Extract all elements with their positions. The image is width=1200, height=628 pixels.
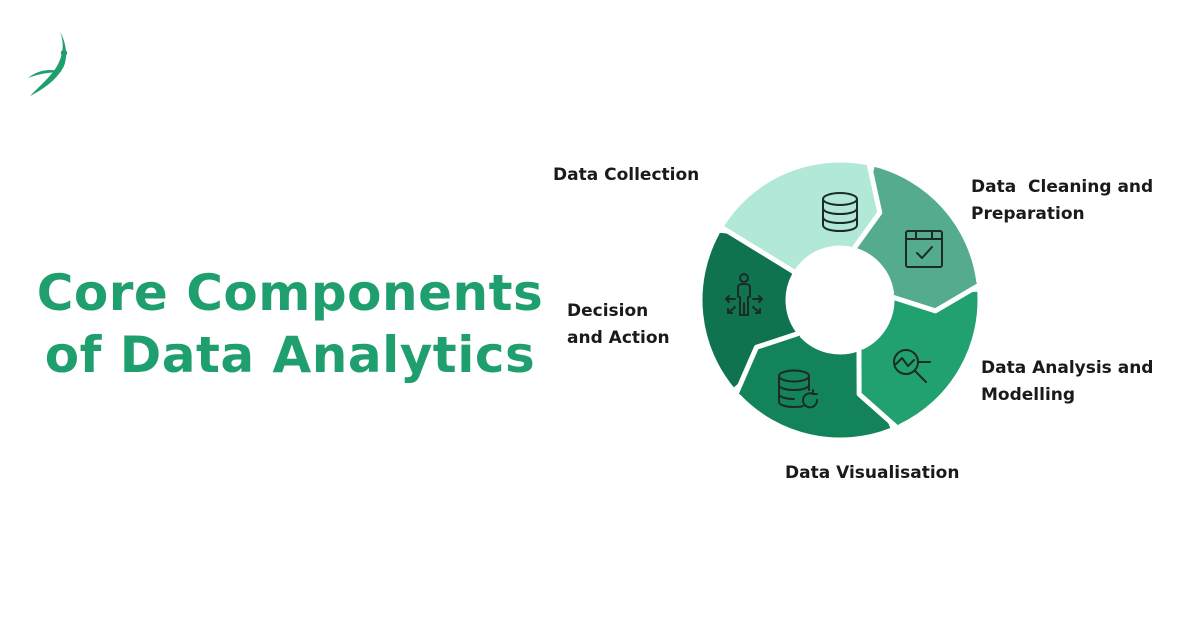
page-title: Core Components of Data Analytics: [30, 262, 550, 386]
label-decision-action: Decision and Action: [567, 301, 670, 348]
label-data-visualisation: Data Visualisation: [785, 463, 960, 483]
database-refresh-icon: [778, 369, 819, 409]
checked-box-icon: [905, 230, 943, 268]
person-arrows-icon: [725, 273, 763, 316]
label-data-analysis: Data Analysis and Modelling: [981, 358, 1154, 405]
analytics-cycle-diagram: [697, 151, 990, 443]
title-line-2: of Data Analytics: [44, 326, 536, 384]
brand-logo-icon: [28, 32, 68, 96]
segment-data-cleaning: [849, 161, 990, 314]
label-data-collection: Data Collection: [553, 165, 700, 185]
segment-data-collection: [718, 151, 883, 276]
title-line-1: Core Components: [36, 264, 544, 322]
label-data-cleaning: Data Cleaning and Preparation: [971, 177, 1154, 224]
segment-data-visualisation: [730, 327, 897, 443]
chart-magnifier-icon: [893, 349, 931, 383]
database-icon: [822, 192, 858, 232]
